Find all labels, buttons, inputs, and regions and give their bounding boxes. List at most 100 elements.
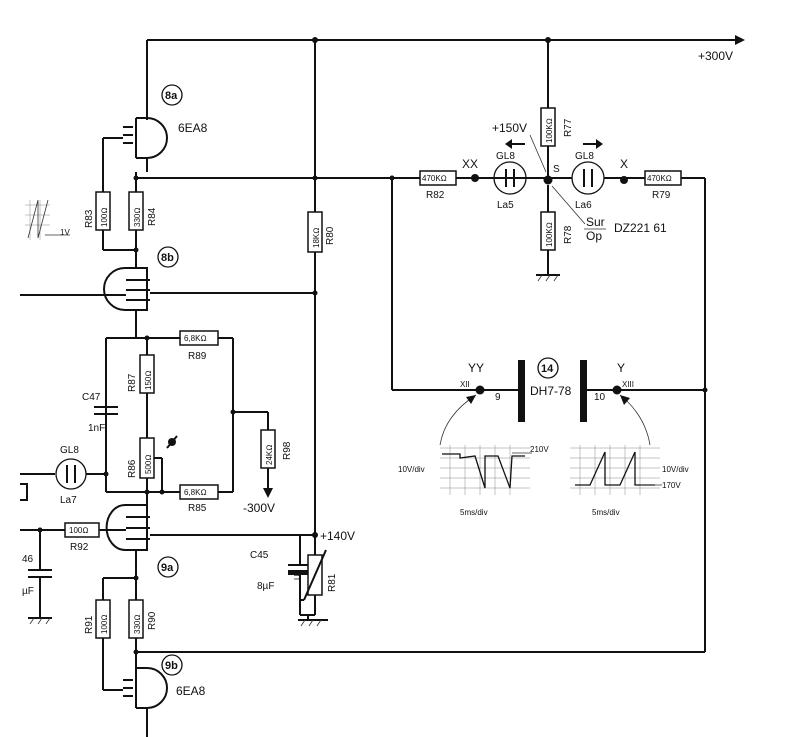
r77-value: 100KΩ	[545, 118, 554, 143]
r92-ref: R92	[70, 542, 89, 553]
r92-value: 100Ω	[69, 526, 89, 535]
crt-type: DH7-78	[530, 384, 572, 398]
r82-ref: R82	[426, 190, 445, 201]
c45-ref: C45	[250, 550, 269, 561]
crt-ref: 14	[541, 363, 554, 375]
node-s: S	[553, 164, 560, 175]
r85-value: 6,8KΩ	[184, 488, 207, 497]
la6-ref: La6	[575, 200, 592, 211]
r87-value: 150Ω	[144, 371, 153, 391]
r82-value: 470KΩ	[422, 174, 447, 183]
r89-ref: R89	[188, 351, 207, 362]
left-inset-level: 1V	[60, 228, 70, 237]
r81-value: U	[293, 574, 302, 580]
r83-value: 100Ω	[100, 208, 109, 228]
yy-vdiv: 10V/div	[398, 465, 425, 474]
node-dz: DZ221 61	[614, 221, 667, 235]
resistor-r87: 150Ω R87	[127, 338, 155, 438]
la7-ref: La7	[60, 495, 77, 506]
resistor-r90: 330Ω R90	[128, 565, 158, 660]
resistor-r78: 100KΩ R78	[536, 185, 574, 282]
node-x: X	[620, 157, 628, 171]
tube-9b-ref: 9b	[165, 660, 178, 672]
node-xx: XX	[462, 157, 478, 171]
r89-value: 6,8KΩ	[184, 334, 207, 343]
la7-type: GL8	[60, 445, 79, 456]
waveform-yy: 210V 10V/div 5ms/div	[398, 445, 549, 517]
r81-ref: R81	[327, 573, 338, 592]
pin-10: 10	[594, 392, 606, 403]
r80-value: 18KΩ	[312, 228, 321, 248]
r98-ref: R98	[282, 441, 293, 460]
plus140-label: +140V	[320, 529, 355, 543]
node-yy: YY	[468, 361, 484, 375]
resistor-r82: 470KΩ R82	[419, 170, 457, 201]
minus300-label: -300V	[243, 501, 275, 515]
c46-ref: 46	[22, 554, 34, 565]
node-xiii: XIII	[622, 380, 634, 389]
tube-9b: 9b 6EA8	[123, 654, 206, 737]
resistor-r98: 24KΩ R98 -300V	[243, 412, 293, 515]
r98-value: 24KΩ	[265, 445, 274, 465]
pin-9: 9	[495, 392, 501, 403]
left-inset-waveform: 1V	[25, 199, 70, 240]
c46-value: µF	[22, 586, 34, 597]
resistor-r79: 470KΩ R79	[644, 170, 705, 201]
y-vdiv: 10V/div	[662, 465, 689, 474]
lamp-la5: GL8 La5	[493, 139, 527, 211]
r86-value: 500Ω	[144, 455, 153, 475]
resistor-r77: 100KΩ R77	[540, 40, 574, 178]
capacitor-c45: C45 8µF	[250, 535, 312, 615]
tube-8a: 8a 6EA8	[123, 84, 208, 172]
r78-value: 100KΩ	[545, 222, 554, 247]
r80-ref: R80	[325, 226, 336, 245]
lamp-la6: GL8 La6	[571, 139, 605, 211]
resistor-r83: 100Ω R83	[84, 137, 123, 250]
resistor-r84: 330Ω R84	[103, 172, 158, 260]
node-xii: XII	[460, 380, 470, 389]
resistor-r85: 6,8KΩ R85	[179, 484, 233, 514]
c45-value: 8µF	[257, 581, 274, 592]
r91-ref: R91	[84, 615, 95, 634]
capacitor-c47: C47 1nF	[82, 385, 118, 440]
lamp-la7: GL8 La7	[20, 445, 109, 506]
y-tdiv: 5ms/div	[592, 508, 620, 517]
r77-ref: R77	[563, 118, 574, 137]
r79-value: 470KΩ	[647, 174, 672, 183]
la5-ref: La5	[497, 200, 514, 211]
plus150-label: +150V	[492, 121, 527, 135]
tube-9b-type: 6EA8	[176, 684, 206, 698]
r84-value: 330Ω	[133, 208, 142, 228]
tube-9a: 9a	[105, 492, 179, 578]
capacitor-c46-partial: 46 µF	[22, 530, 52, 625]
resistor-r89: 6,8KΩ R89	[179, 330, 233, 362]
r91-value: 100Ω	[100, 615, 109, 635]
la6-type: GL8	[575, 151, 594, 162]
resistor-r80: 18KΩ R80	[307, 40, 336, 535]
resistor-r92: 100Ω R92	[64, 522, 126, 553]
r86-ref: R86	[127, 459, 138, 478]
plus300-rail: +300V	[146, 35, 745, 120]
r85-ref: R85	[188, 503, 207, 514]
r90-value: 330Ω	[133, 615, 142, 635]
y-level: 170V	[662, 481, 681, 490]
node-sur: Sur	[586, 215, 605, 229]
resistor-r86: 500Ω R86	[127, 435, 178, 492]
tube-9a-ref: 9a	[161, 562, 174, 574]
r84-ref: R84	[147, 207, 158, 226]
resistor-r91: 100Ω R91	[84, 578, 123, 691]
r79-ref: R79	[652, 190, 671, 201]
tube-8a-type: 6EA8	[178, 121, 208, 135]
node-y: Y	[617, 361, 625, 375]
r87-ref: R87	[127, 373, 138, 392]
tube-8a-ref: 8a	[165, 90, 178, 102]
yy-tdiv: 5ms/div	[460, 508, 488, 517]
plus300-label: +300V	[698, 49, 733, 63]
node-op: Op	[586, 229, 602, 243]
r83-ref: R83	[84, 209, 95, 228]
yy-level: 210V	[530, 445, 549, 454]
r90-ref: R90	[147, 611, 158, 630]
waveform-y: 10V/div 170V 5ms/div	[570, 445, 689, 517]
c47-value: 1nF	[88, 423, 105, 434]
